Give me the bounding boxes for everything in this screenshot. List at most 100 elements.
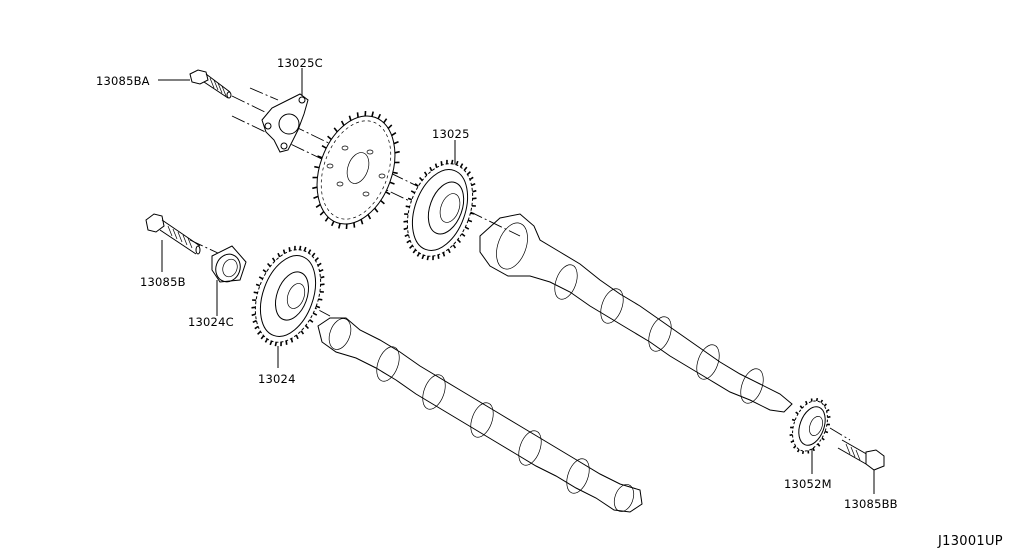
gear-tooth <box>251 313 256 317</box>
label-13025c: 13025C <box>277 56 323 70</box>
gear-tooth <box>338 223 341 229</box>
gear-tooth <box>820 399 824 403</box>
gear-tooth <box>796 449 800 453</box>
gear-tooth <box>464 226 470 230</box>
gear-tooth <box>274 342 277 347</box>
gear-tooth <box>319 211 325 216</box>
label-13024: 13024 <box>258 372 296 386</box>
gear-tooth <box>472 189 477 193</box>
gear-tooth <box>360 219 364 225</box>
washer-13024c <box>211 245 247 283</box>
gear-tooth <box>314 165 320 169</box>
gear-tooth <box>318 298 323 301</box>
gear-tooth <box>312 312 318 316</box>
gear-tooth <box>472 197 477 200</box>
gear-tooth <box>260 335 265 340</box>
gear-tooth <box>414 183 419 187</box>
gear-tooth <box>340 120 345 126</box>
gear-tooth <box>314 257 319 262</box>
gear-tooth <box>371 111 374 117</box>
gear-tooth <box>471 182 476 187</box>
gear-tooth <box>285 340 288 345</box>
label-13085b: 13085B <box>140 275 186 289</box>
gear-tooth <box>330 220 335 227</box>
diagram-code: J13001UP <box>937 534 1003 549</box>
camshaft-lower <box>317 317 643 513</box>
gear-tooth <box>321 145 327 149</box>
gear-tooth <box>434 163 438 168</box>
label-13025: 13025 <box>432 127 470 141</box>
label-13052m: 13052M <box>784 477 832 491</box>
gear-tooth <box>300 330 305 335</box>
gear-tooth <box>327 135 332 141</box>
gear-tooth <box>380 199 385 205</box>
gear-tooth <box>423 171 428 176</box>
gear-tooth <box>324 216 329 222</box>
gear-tooth <box>407 197 413 201</box>
gear-tooth <box>315 203 321 208</box>
gear-tooth <box>389 181 395 185</box>
gear-tooth <box>452 244 457 249</box>
gear-tooth <box>255 283 261 287</box>
gear-tooth <box>455 160 459 166</box>
gear-tooth <box>447 248 451 254</box>
gear-tooth <box>254 325 259 330</box>
gear-tooth <box>824 430 829 434</box>
label-13085ba: 13085BA <box>96 74 150 88</box>
gear-tooth <box>451 159 454 164</box>
gear-tooth <box>303 246 307 252</box>
gear-tooth <box>403 220 408 223</box>
gear-tooth <box>320 283 325 286</box>
camshaft-upper <box>479 213 793 413</box>
gear-tooth <box>317 155 323 159</box>
gear-tooth <box>269 340 273 346</box>
gear-tooth <box>374 207 379 213</box>
gear-tooth <box>251 306 256 309</box>
gear-tooth <box>257 330 262 335</box>
gear-tooth <box>442 252 446 257</box>
gear-tooth <box>320 275 325 279</box>
gear-tooth <box>317 262 322 267</box>
gear-tooth <box>253 291 258 294</box>
gear-tooth <box>305 325 309 330</box>
gear-tooth <box>383 118 388 124</box>
gear-tooth <box>393 140 399 145</box>
gear-tooth <box>466 171 471 176</box>
gear-tooth <box>815 397 819 402</box>
gear-tooth <box>812 447 815 452</box>
gear-tooth <box>391 132 397 137</box>
gear-tooth <box>299 245 302 250</box>
gear-tooth <box>440 161 443 166</box>
gear-tooth <box>406 239 411 244</box>
gear-tooth <box>426 256 429 261</box>
gear-tooth <box>277 252 281 258</box>
gear-tooth <box>463 166 468 171</box>
gear-tooth <box>461 233 466 237</box>
gear-tooth <box>412 249 417 254</box>
gear-tooth <box>827 415 831 419</box>
gear-tooth <box>315 305 321 309</box>
gear-tooth <box>309 319 314 323</box>
gear-13025 <box>403 159 477 261</box>
gear-tooth <box>333 127 338 133</box>
gear-tooth <box>267 262 271 267</box>
gear-tooth <box>295 334 299 340</box>
gear-tooth <box>795 411 799 415</box>
gear-tooth <box>403 227 408 231</box>
gear-tooth <box>409 244 414 249</box>
gear-tooth <box>791 418 796 422</box>
gear-tooth <box>410 190 416 194</box>
sprocket-13025 <box>312 110 400 230</box>
gear-tooth <box>419 176 423 181</box>
gear-tooth <box>789 433 793 437</box>
gear-tooth <box>429 166 433 172</box>
bolt-13085b <box>145 213 201 255</box>
gear-tooth <box>319 268 324 273</box>
label-13085bb: 13085BB <box>844 497 898 511</box>
gear-tooth <box>790 440 794 444</box>
gear-tooth <box>821 437 825 441</box>
gear-tooth <box>826 408 830 412</box>
gear-tooth <box>387 124 393 129</box>
gear-tooth <box>356 112 359 118</box>
